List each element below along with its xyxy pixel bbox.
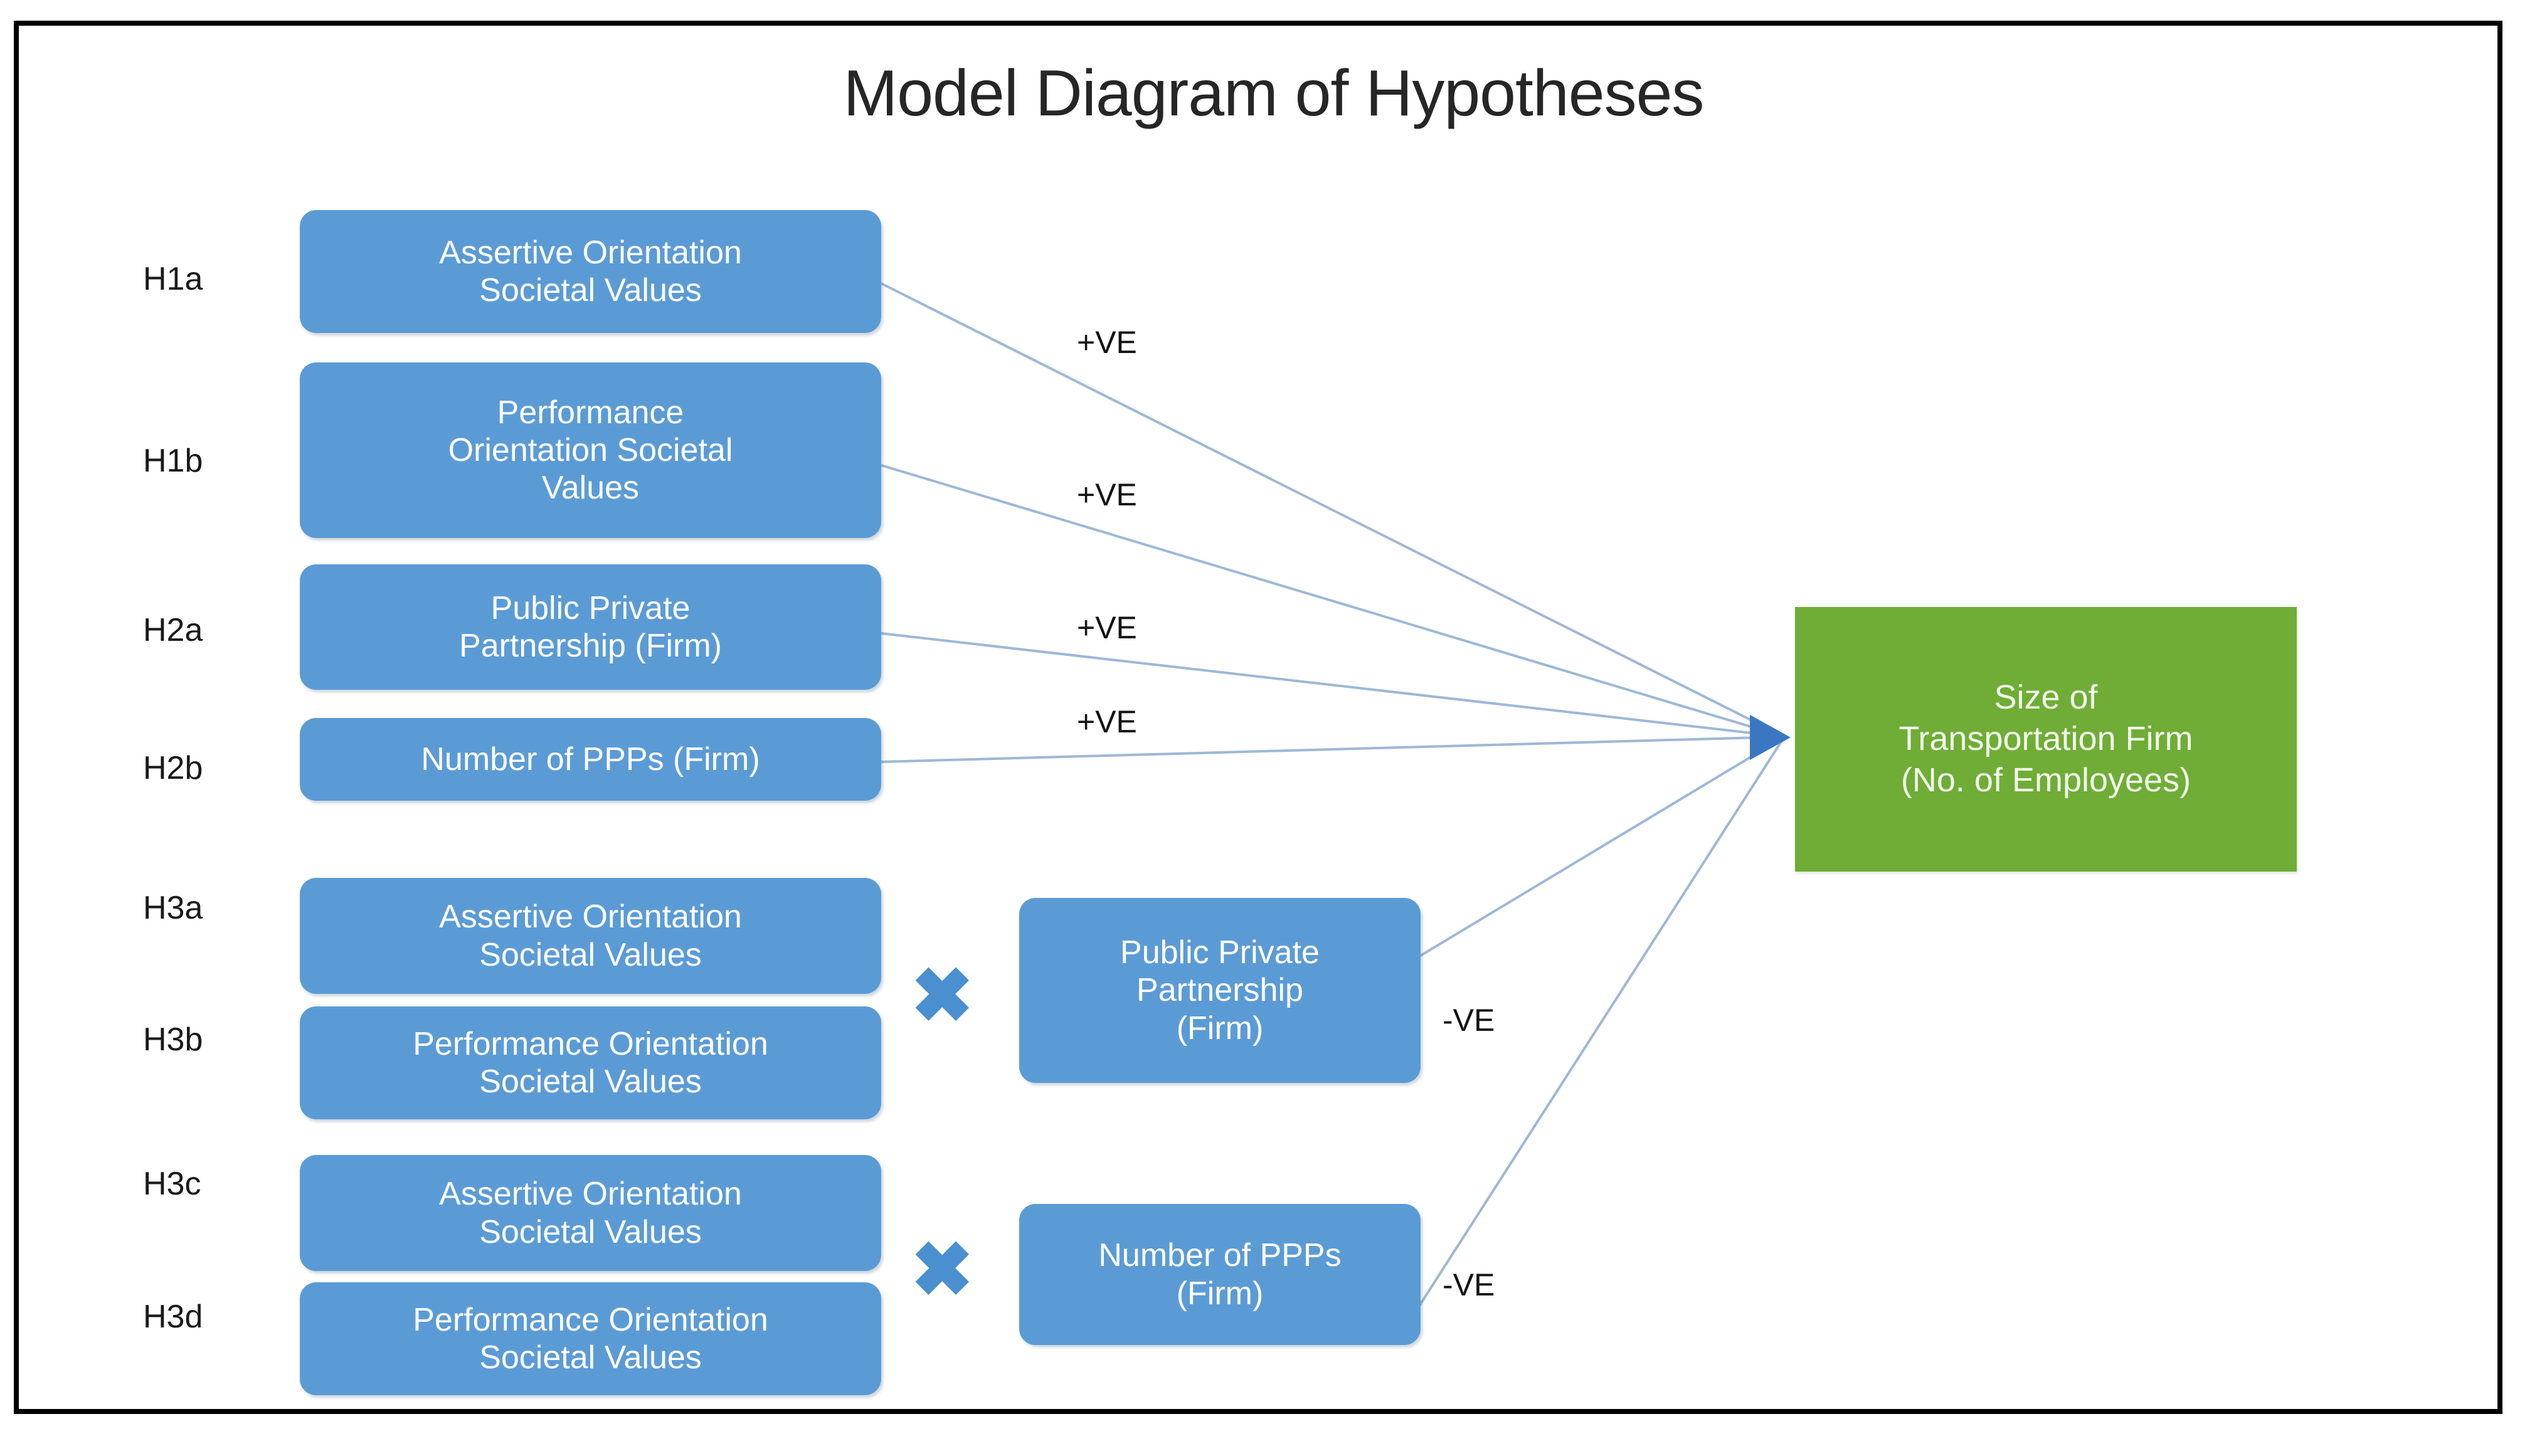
construct-box-h1a[interactable]: Assertive Orientation Societal Values <box>300 210 881 333</box>
moderator-box-number-of-ppps[interactable]: Number of PPPs (Firm) <box>1019 1204 1421 1345</box>
construct-box-h3b[interactable]: Performance Orientation Societal Values <box>300 1006 881 1119</box>
construct-box-h1b[interactable]: Performance Orientation Societal Values <box>300 362 881 538</box>
hypothesis-tag-h2b: H2b <box>143 750 203 786</box>
edge-label-h2a: +VE <box>1077 610 1137 645</box>
construct-box-h3a[interactable]: Assertive Orientation Societal Values <box>300 878 881 994</box>
edge-label-h1b: +VE <box>1077 477 1137 512</box>
edge-label-h2b: +VE <box>1077 704 1137 739</box>
construct-box-h2a[interactable]: Public Private Partnership (Firm) <box>300 564 881 690</box>
construct-box-h3c[interactable]: Assertive Orientation Societal Values <box>300 1155 881 1271</box>
hypothesis-tag-h3b: H3b <box>143 1021 203 1058</box>
multiply-icon-interaction-2: ✖ <box>911 1228 974 1312</box>
hypothesis-tag-h3c: H3c <box>143 1166 201 1202</box>
hypothesis-tag-h2a: H2a <box>143 612 203 648</box>
hypothesis-tag-h3d: H3d <box>143 1299 203 1335</box>
hypothesis-tag-h1a: H1a <box>143 261 203 297</box>
hypothesis-tag-h1b: H1b <box>143 443 203 479</box>
moderator-box-public-private-partnership[interactable]: Public Private Partnership (Firm) <box>1019 898 1421 1083</box>
construct-box-h2b[interactable]: Number of PPPs (Firm) <box>300 718 881 801</box>
outcome-box-size-of-transportation-firm[interactable]: Size of Transportation Firm (No. of Empl… <box>1795 607 2297 872</box>
edge-label-interaction-2: -VE <box>1443 1267 1495 1302</box>
page-title: Model Diagram of Hypotheses <box>843 57 1705 130</box>
edge-label-h1a: +VE <box>1077 325 1137 360</box>
edge-label-interaction-1: -VE <box>1443 1003 1495 1038</box>
multiply-icon-interaction-1: ✖ <box>911 954 974 1038</box>
hypothesis-tag-h3a: H3a <box>143 890 203 926</box>
construct-box-h3d[interactable]: Performance Orientation Societal Values <box>300 1282 881 1395</box>
